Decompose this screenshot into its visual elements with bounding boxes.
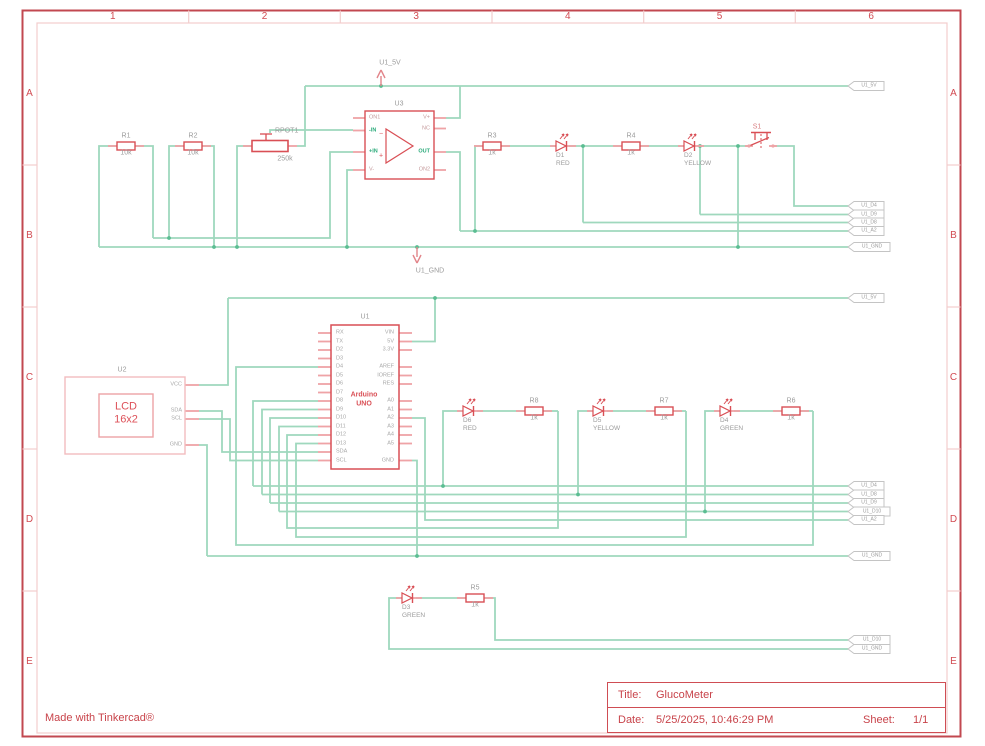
resistor-R7[interactable] <box>646 406 682 416</box>
wire[interactable] <box>484 597 848 641</box>
net-flag-U1_D10[interactable] <box>847 635 891 645</box>
wire[interactable] <box>199 410 318 453</box>
opamp-U3[interactable] <box>353 110 446 180</box>
arduino-U1[interactable] <box>318 324 412 470</box>
wire[interactable] <box>199 298 229 386</box>
switch-S1[interactable] <box>745 131 777 150</box>
wire-junction <box>441 484 445 488</box>
led-D5[interactable] <box>587 398 613 417</box>
net-flag-U1_GND[interactable] <box>847 551 891 561</box>
resistor-R1[interactable] <box>108 141 144 151</box>
wire[interactable] <box>135 145 154 238</box>
wire[interactable] <box>202 145 215 247</box>
net-flag-U1_D4[interactable] <box>847 481 885 491</box>
net-flag-U1_D10[interactable] <box>847 506 891 517</box>
wire[interactable] <box>252 400 318 486</box>
resistor-R3[interactable] <box>474 141 510 151</box>
lcd-U2[interactable] <box>64 376 199 455</box>
wire[interactable] <box>261 408 318 495</box>
title-block-row-title: Title: GlucoMeter <box>608 683 945 708</box>
wire-junction <box>703 509 707 514</box>
net-flag-U1_GND[interactable] <box>847 644 891 654</box>
net-flag-U1_A2[interactable] <box>847 515 885 525</box>
wire-junction <box>345 245 349 249</box>
net-flag-U1_A2[interactable] <box>847 226 885 236</box>
wire[interactable] <box>153 151 353 239</box>
resistor-R6[interactable] <box>773 406 809 416</box>
led-D3[interactable] <box>396 585 422 604</box>
wire[interactable] <box>199 444 208 556</box>
wire[interactable] <box>442 410 463 486</box>
net-flag-U1_5V[interactable] <box>847 293 885 303</box>
net-flag-U1_5V[interactable] <box>847 81 885 91</box>
power-flag-U1_5V[interactable] <box>376 69 386 86</box>
wire[interactable] <box>388 597 848 650</box>
wire-junction <box>473 229 477 233</box>
resistor-R4[interactable] <box>613 141 649 151</box>
sheet-value: 1/1 <box>913 714 929 726</box>
resistor-R8[interactable] <box>516 406 552 416</box>
potentiometer-RPOT1[interactable] <box>243 133 297 153</box>
wire[interactable] <box>474 145 483 231</box>
led-D1[interactable] <box>550 133 576 152</box>
led-D4[interactable] <box>714 398 740 417</box>
title-block: Title: GlucoMeter Date: 5/25/2025, 10:46… <box>607 682 946 733</box>
wire-junction <box>433 296 437 300</box>
power-flag-U1_GND[interactable] <box>412 247 422 264</box>
wire[interactable] <box>278 425 318 512</box>
net-flag-U1_D8[interactable] <box>847 217 885 228</box>
wire[interactable] <box>297 86 306 147</box>
date-label: Date: <box>618 714 645 726</box>
wire[interactable] <box>295 411 687 538</box>
wire[interactable] <box>168 145 184 238</box>
wire[interactable] <box>98 145 117 247</box>
title-value: GlucoMeter <box>656 689 713 701</box>
title-block-row-date: Date: 5/25/2025, 10:46:29 PM Sheet: 1/1 <box>608 708 945 732</box>
wire[interactable] <box>286 411 559 529</box>
wire-junction <box>581 144 585 148</box>
wire[interactable] <box>412 298 436 343</box>
net-flag-U1_GND[interactable] <box>847 242 891 252</box>
wire-junction <box>167 236 171 240</box>
net-flag-U1_D4[interactable] <box>847 201 885 211</box>
wire[interactable] <box>412 417 848 521</box>
wire[interactable] <box>446 151 461 231</box>
wire[interactable] <box>704 410 720 512</box>
resistor-R5[interactable] <box>457 593 493 603</box>
net-flag-U1_D9[interactable] <box>847 498 885 508</box>
wire-junction <box>736 245 740 249</box>
net-flag-U1_D8[interactable] <box>847 489 885 500</box>
wire[interactable] <box>446 86 461 119</box>
tinkercad-credit: Made with Tinkercad® <box>45 712 154 724</box>
wire-junction <box>576 492 580 497</box>
wire-junction <box>415 554 419 558</box>
wire[interactable] <box>199 418 318 462</box>
wire-junction <box>235 245 239 249</box>
wire-junction <box>736 144 740 148</box>
wire[interactable] <box>412 459 418 557</box>
wire[interactable] <box>346 169 353 247</box>
resistor-R2[interactable] <box>175 141 211 151</box>
wire[interactable] <box>236 145 252 247</box>
sheet-label: Sheet: <box>863 714 895 726</box>
wire[interactable] <box>577 410 593 495</box>
wire[interactable] <box>269 417 318 503</box>
led-D6[interactable] <box>457 398 483 417</box>
led-D2[interactable] <box>678 133 704 152</box>
wire[interactable] <box>235 366 814 546</box>
wire-junction <box>212 245 216 249</box>
wire[interactable] <box>773 145 848 207</box>
title-label: Title: <box>618 689 642 701</box>
date-value: 5/25/2025, 10:46:29 PM <box>656 714 774 726</box>
wire[interactable] <box>269 129 353 133</box>
